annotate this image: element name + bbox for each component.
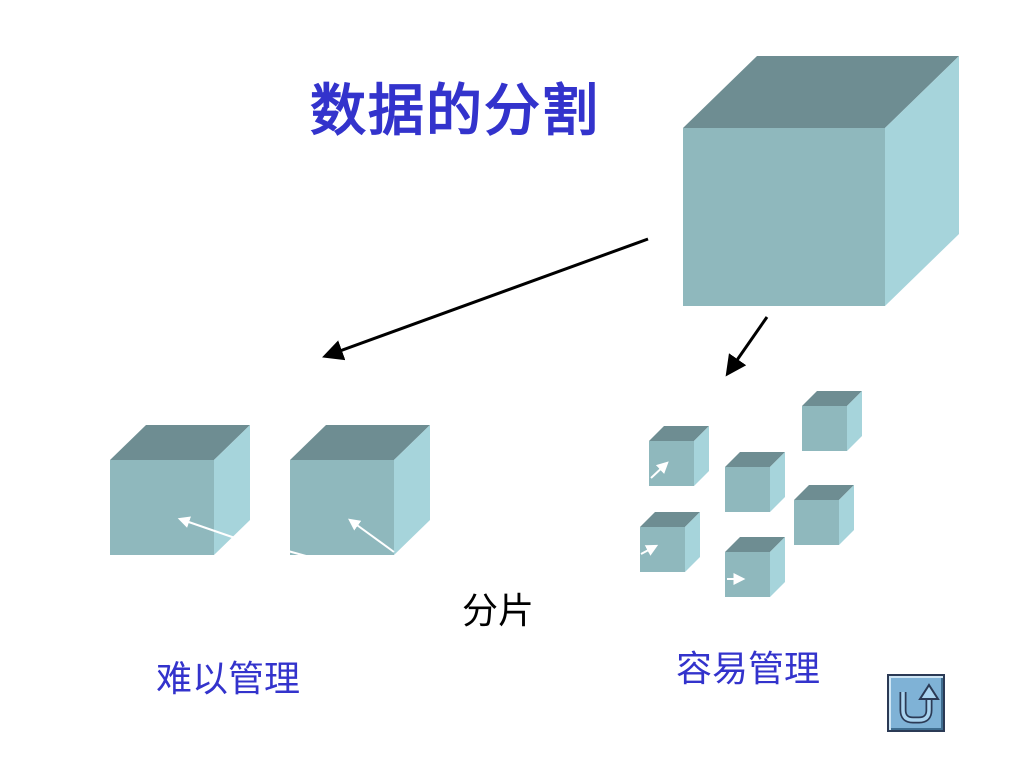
shard-cube: [725, 452, 785, 512]
sharding-label: 分片: [462, 591, 535, 632]
slide-title: 数据的分割: [310, 78, 600, 144]
inner-arrow: [650, 461, 669, 479]
shard-cube: [640, 512, 700, 572]
arrow-to-small-shards: [725, 316, 769, 377]
large-data-cube: [683, 56, 959, 306]
large-piece-cube: [110, 425, 250, 555]
arrow-to-large-pieces: [322, 237, 649, 361]
back-button[interactable]: [887, 674, 945, 732]
inner-arrow: [287, 550, 307, 557]
inner-arrow: [177, 516, 236, 539]
large-piece-cube: [290, 425, 430, 555]
inner-arrow: [640, 544, 659, 556]
shard-cube: [802, 391, 862, 451]
return-arrow-icon: [899, 683, 940, 724]
easy-to-manage-label: 容易管理: [676, 649, 821, 690]
shard-cube: [794, 485, 854, 545]
shard-cube: [649, 426, 709, 486]
shard-cube: [725, 537, 785, 597]
hard-to-manage-label: 难以管理: [156, 659, 301, 700]
inner-arrow: [348, 518, 395, 553]
